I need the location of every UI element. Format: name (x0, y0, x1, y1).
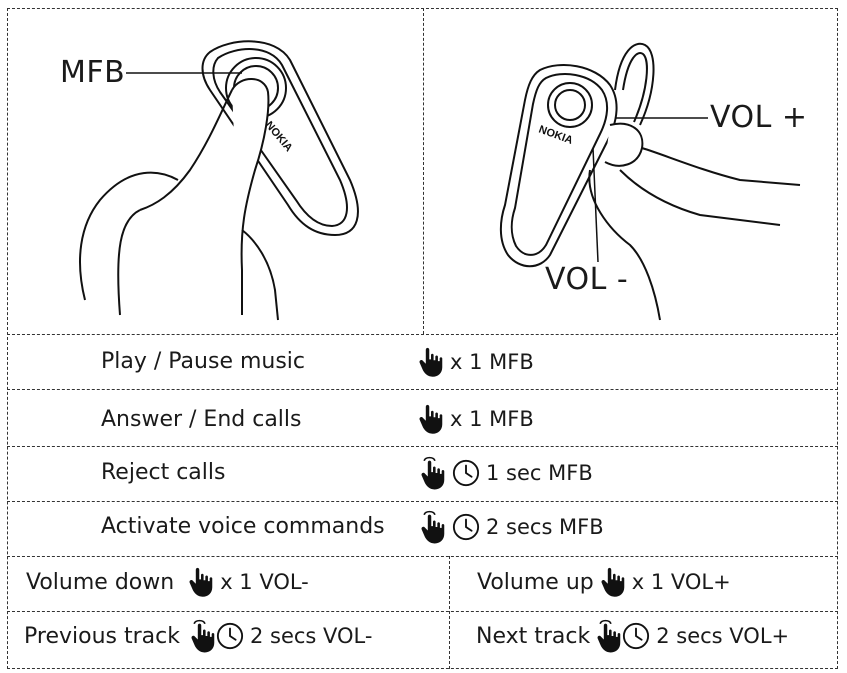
row-instruction-answer-end: x 1 MFB (418, 403, 534, 435)
previous-track-cell: Previous track 2 secs VOL- (24, 618, 372, 654)
next-track-cell: Next track 2 secs VOL+ (476, 618, 789, 654)
row-instruction-voice: 2 secs MFB (420, 509, 604, 545)
row-divider (7, 389, 838, 390)
row-action-answer-end: Answer / End calls (101, 407, 302, 432)
previous-track-press: 2 secs VOL- (249, 624, 373, 648)
row-instruction-play-pause: x 1 MFB (418, 346, 534, 378)
clock-icon (216, 622, 244, 650)
volume-up-press: x 1 VOL+ (631, 570, 731, 594)
row-instruction-reject: 1 sec MFB (420, 455, 593, 491)
hand-press-icon (188, 566, 214, 598)
table-frame (7, 8, 838, 669)
hand-hold-icon (596, 618, 622, 654)
clock-icon (622, 622, 650, 650)
hand-press-icon (600, 566, 626, 598)
press-text: x 1 MFB (450, 350, 534, 374)
vol-plus-callout: VOL + (710, 100, 808, 135)
hand-hold-icon (190, 618, 216, 654)
hand-hold-icon (420, 455, 446, 491)
row-divider (7, 556, 838, 557)
row-action-reject: Reject calls (101, 460, 226, 485)
row-action-play-pause: Play / Pause music (101, 349, 306, 374)
mfb-callout: MFB (60, 55, 126, 90)
row-divider (7, 446, 838, 447)
headset-volume-illustration: NOKIA (499, 42, 801, 321)
previous-track-label: Previous track (24, 623, 180, 649)
press-text: 2 secs MFB (486, 515, 604, 539)
hand-press-icon (418, 346, 444, 378)
volume-up-label: Volume up (477, 569, 594, 595)
next-track-press: 2 secs VOL+ (656, 624, 790, 648)
volume-down-label: Volume down (26, 569, 175, 595)
headset-mfb-illustration: NOKIA (79, 40, 359, 321)
illustration-divider (423, 8, 424, 334)
clock-icon (452, 459, 480, 487)
row-divider (7, 501, 838, 502)
press-text: x 1 MFB (450, 407, 534, 431)
vol-minus-callout: VOL - (545, 262, 629, 297)
clock-icon (452, 513, 480, 541)
row-action-voice: Activate voice commands (101, 514, 385, 539)
hand-press-icon (418, 403, 444, 435)
row-divider (7, 611, 838, 612)
hand-hold-icon (420, 509, 446, 545)
volume-down-press: x 1 VOL- (220, 570, 309, 594)
volume-down-cell: Volume down x 1 VOL- (26, 566, 309, 598)
next-track-label: Next track (476, 623, 591, 649)
split-divider (449, 556, 450, 669)
press-text: 1 sec MFB (486, 461, 593, 485)
volume-up-cell: Volume up x 1 VOL+ (477, 566, 731, 598)
row-divider (7, 334, 838, 335)
